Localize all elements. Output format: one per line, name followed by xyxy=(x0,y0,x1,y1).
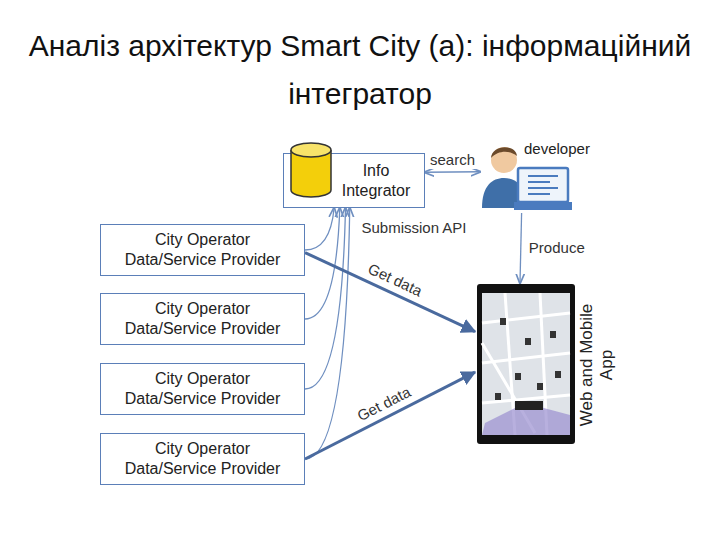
provider-box: City Operator Data/Service Provider xyxy=(100,433,305,485)
app-figure: Web and Mobile App xyxy=(475,283,625,445)
title-text: Аналіз архітектур Smart City (а): інформ… xyxy=(29,29,692,110)
slide-title: Аналіз архітектур Smart City (а): інформ… xyxy=(0,22,720,118)
map-pin xyxy=(500,318,506,325)
provider-box: City Operator Data/Service Provider xyxy=(100,363,305,415)
connector xyxy=(520,213,522,283)
edge-label: Get data xyxy=(352,381,417,426)
data-arrow xyxy=(305,253,475,332)
connector xyxy=(425,171,480,173)
map-pin xyxy=(495,393,501,400)
map-street xyxy=(482,313,570,323)
screen-line xyxy=(528,187,558,189)
box-text: City Operator Data/Service Provider xyxy=(109,230,296,270)
app-label: Web and Mobile App xyxy=(577,295,621,435)
screen-line xyxy=(528,181,550,183)
monitor xyxy=(518,168,568,202)
person-hair xyxy=(491,147,517,158)
map-pin xyxy=(555,371,561,378)
connector xyxy=(305,208,340,319)
connector xyxy=(305,208,345,389)
map-pin xyxy=(525,338,531,345)
map-pin xyxy=(515,373,521,380)
box-text: City Operator Data/Service Provider xyxy=(109,439,296,479)
monitor-stand xyxy=(514,202,572,210)
connector xyxy=(305,208,350,459)
integrator-box: Info Integrator xyxy=(283,153,425,208)
box-text: City Operator Data/Service Provider xyxy=(109,369,296,409)
map-popup xyxy=(515,401,543,410)
data-arrow xyxy=(305,372,475,459)
map-pin xyxy=(550,331,556,338)
role-label: developer xyxy=(522,140,592,158)
database-top xyxy=(291,143,331,157)
box-text: Info Integrator xyxy=(336,161,416,201)
edge-label: search xyxy=(427,151,478,169)
provider-box: City Operator Data/Service Provider xyxy=(100,293,305,345)
database-icon xyxy=(288,140,334,202)
connector xyxy=(305,208,334,250)
map-pin xyxy=(537,383,543,390)
person-head xyxy=(491,147,517,173)
phone-screen-map xyxy=(482,293,570,435)
map-street xyxy=(482,353,570,363)
screen-line xyxy=(528,193,550,195)
phone-illustration xyxy=(475,283,577,445)
edge-label: Get data xyxy=(363,259,428,302)
edge-label: Produce xyxy=(526,239,588,257)
screen-line xyxy=(528,175,558,177)
developer-figure: developer xyxy=(480,138,610,213)
edge-label: Submission API xyxy=(358,219,469,237)
box-text: City Operator Data/Service Provider xyxy=(109,299,296,339)
provider-box: City Operator Data/Service Provider xyxy=(100,224,305,276)
phone-frame xyxy=(477,284,575,444)
